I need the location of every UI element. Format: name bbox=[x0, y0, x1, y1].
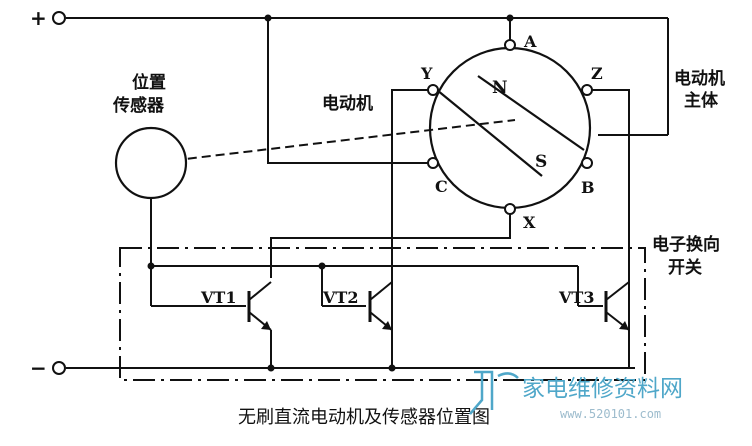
motor-wiring bbox=[267, 18, 630, 352]
bus-junction-left bbox=[147, 262, 155, 270]
watermark-text: 家电维修资料网 bbox=[522, 376, 683, 402]
vt3-transistor bbox=[604, 281, 630, 368]
position-sensor bbox=[114, 126, 188, 200]
watermark-url: www.520101.com bbox=[560, 407, 661, 421]
sensor-label-line1: 位置 bbox=[132, 72, 166, 93]
phase-z-label: Z bbox=[591, 64, 603, 83]
watermark: 家电维修资料网 www.520101.com bbox=[469, 370, 683, 421]
phase-a-label: A bbox=[523, 32, 537, 51]
vt1-transistor bbox=[247, 281, 272, 368]
minus-label: − bbox=[30, 356, 47, 380]
rail-junction-c bbox=[264, 14, 272, 22]
motor-label: 电动机 bbox=[322, 93, 373, 114]
power-rails bbox=[66, 17, 669, 369]
phase-terminals bbox=[427, 39, 593, 215]
phase-y-label: Y bbox=[420, 64, 433, 83]
sensor-signal-bus bbox=[150, 198, 603, 307]
figure-caption: 无刷直流电动机及传感器位置图 bbox=[238, 407, 490, 428]
motor-body-label-line2: 主体 bbox=[684, 90, 719, 111]
north-pole-label: N bbox=[492, 78, 508, 98]
bus-junction-mid bbox=[318, 262, 326, 270]
commutation-label-line1: 电子换向 bbox=[652, 234, 720, 255]
ground-junction-vt1 bbox=[267, 364, 275, 372]
sensor-label-line2: 传感器 bbox=[112, 95, 165, 116]
plus-label: + bbox=[30, 6, 47, 30]
commutation-switch-box bbox=[119, 247, 646, 381]
sensor-coupling-line bbox=[159, 119, 516, 163]
vt2-label: VT2 bbox=[322, 288, 358, 307]
plus-terminal bbox=[52, 11, 66, 25]
rail-junction-a bbox=[506, 14, 514, 22]
vt2-transistor bbox=[368, 281, 393, 368]
ground-junction-vt2 bbox=[388, 364, 396, 372]
south-pole-label: S bbox=[535, 152, 547, 172]
watermark-logo-icon bbox=[469, 370, 519, 415]
phase-c-label: C bbox=[435, 177, 448, 196]
phase-b-label: B bbox=[581, 178, 595, 197]
motor-body-label-line1: 电动机 bbox=[674, 68, 725, 89]
minus-terminal bbox=[52, 361, 66, 375]
commutation-label-line2: 开关 bbox=[668, 257, 702, 278]
vt1-label: VT1 bbox=[200, 288, 236, 307]
phase-x-label: X bbox=[523, 213, 536, 232]
vt3-label: VT3 bbox=[558, 288, 594, 307]
